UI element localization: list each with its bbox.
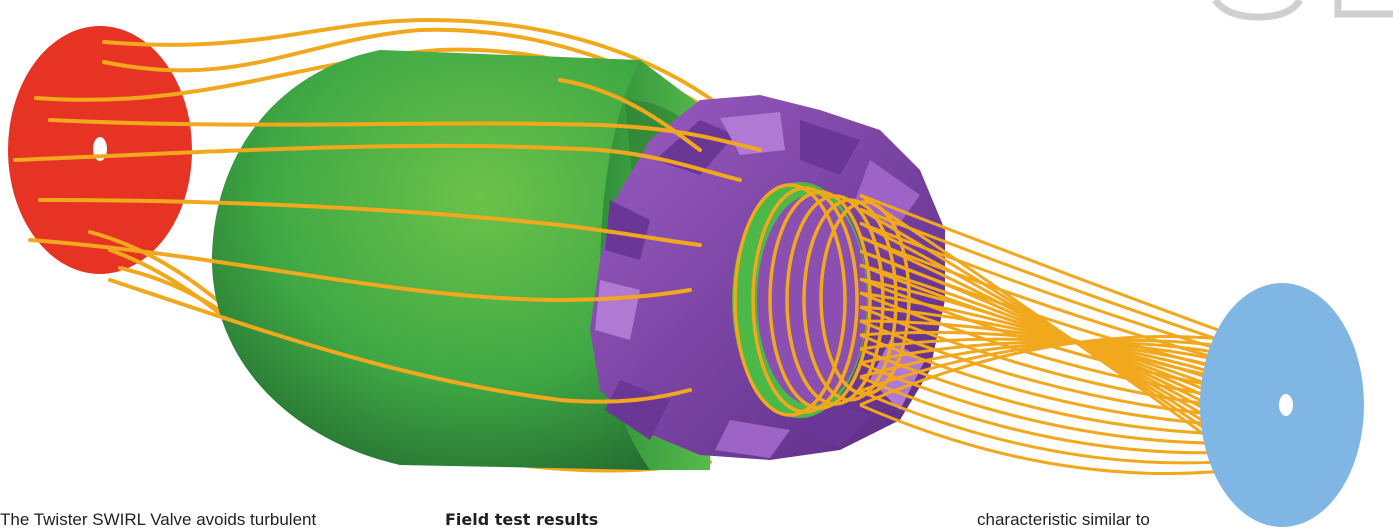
corner-mark bbox=[1215, 0, 1393, 17]
column1-text: The Twister SWIRL Valve avoids turbulent bbox=[0, 509, 316, 530]
column2-heading: Field test results bbox=[445, 509, 598, 530]
column3-text: characteristic similar to bbox=[977, 509, 1150, 530]
outlet-disc bbox=[1200, 283, 1364, 527]
